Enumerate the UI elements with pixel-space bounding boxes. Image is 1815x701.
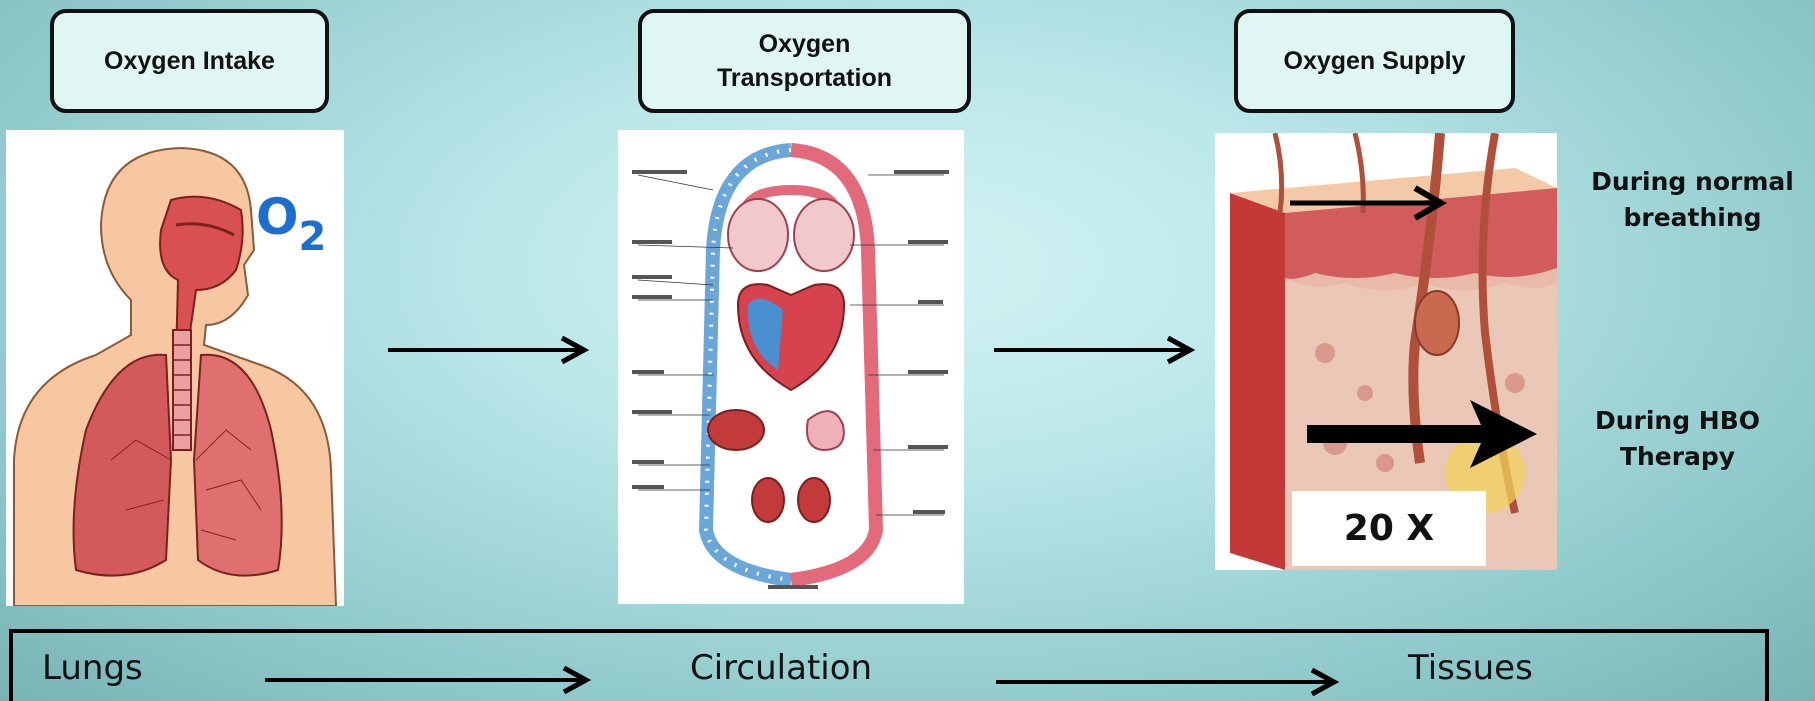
multiplier-badge: 20 X xyxy=(1292,491,1486,566)
oxygen-supply-box: Oxygen Supply xyxy=(1234,9,1515,113)
o2-letter: O xyxy=(256,188,299,246)
flow-circulation-label: Circulation xyxy=(690,648,872,688)
transport-to-supply-arrow xyxy=(994,338,1190,362)
oxygen-intake-label: Oxygen Intake xyxy=(104,44,275,78)
oxygen-transportation-label-1: Oxygen xyxy=(759,27,851,61)
o2-symbol: O2 xyxy=(256,188,326,246)
hbo-therapy-line2: Therapy xyxy=(1570,439,1785,475)
normal-breathing-label: During normal breathing xyxy=(1585,164,1800,236)
multiplier-value: 20 X xyxy=(1344,508,1434,549)
flow-lungs-label: Lungs xyxy=(42,648,143,688)
flow-tissues-label: Tissues xyxy=(1408,648,1533,688)
circulation-illustration xyxy=(618,130,964,604)
o2-subscript: 2 xyxy=(299,214,327,260)
intake-to-transport-arrow xyxy=(388,338,584,362)
normal-breathing-line1: During normal xyxy=(1585,164,1800,200)
oxygen-supply-label: Oxygen Supply xyxy=(1284,44,1466,78)
hbo-therapy-label: During HBO Therapy xyxy=(1570,403,1785,475)
lungs-to-circulation-arrow xyxy=(265,668,586,692)
circulation-to-tissues-arrow xyxy=(996,670,1334,694)
skin-tissue-illustration: 20 X xyxy=(1215,133,1557,570)
hbo-therapy-line1: During HBO xyxy=(1570,403,1785,439)
normal-breathing-line2: breathing xyxy=(1585,200,1800,236)
oxygen-transportation-box: Oxygen Transportation xyxy=(638,9,971,113)
oxygen-transportation-label-2: Transportation xyxy=(717,61,892,95)
oxygen-intake-box: Oxygen Intake xyxy=(50,9,329,113)
respiratory-illustration: O2 xyxy=(6,130,344,606)
